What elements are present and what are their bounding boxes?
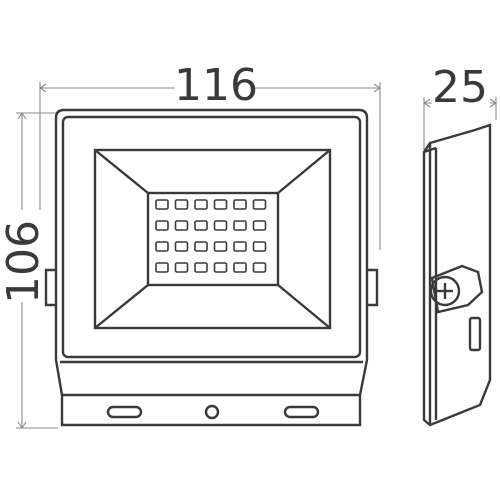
led-chip (233, 241, 247, 252)
led-chip (233, 199, 247, 210)
led-chip (194, 262, 208, 273)
side-view (422, 123, 492, 427)
led-chip (155, 199, 169, 210)
width-label: 116 (174, 60, 258, 111)
side-bracket (430, 264, 484, 314)
housing-outer (54, 108, 369, 427)
led-chip (252, 262, 267, 273)
mounting-slot-right (283, 405, 320, 419)
led-chip (233, 262, 247, 273)
reflector-outer (93, 148, 332, 330)
depth-dimension: 25 (423, 62, 497, 150)
led-chip (174, 220, 189, 231)
depth-label: 25 (432, 62, 488, 113)
led-chip (213, 241, 228, 252)
led-chip (213, 220, 228, 231)
led-chip (252, 199, 267, 210)
led-chip (174, 241, 189, 252)
bracket-left (44, 268, 56, 307)
height-label: 106 (0, 220, 49, 304)
mounting-slot-left (106, 405, 143, 419)
bracket-right (367, 268, 379, 307)
front-view (44, 108, 379, 427)
led-chip (252, 220, 267, 231)
led-chip (252, 241, 267, 252)
glass-frame (61, 115, 362, 359)
rear-mount-tab (468, 316, 482, 352)
led-chip (155, 262, 169, 273)
width-dimension: 116 (39, 60, 381, 250)
led-chip (213, 199, 228, 210)
led-chip (194, 241, 208, 252)
side-housing (422, 123, 492, 427)
led-chip (194, 199, 208, 210)
cable-gland-hole (204, 404, 220, 420)
bracket-screw-icon (429, 275, 461, 307)
reflector-inner (146, 191, 280, 287)
led-chip (155, 241, 169, 252)
height-dimension: 106 (0, 112, 58, 429)
led-chip (233, 220, 247, 231)
led-chip (174, 262, 189, 273)
led-chip (213, 262, 228, 273)
led-chip (194, 220, 208, 231)
led-chip (155, 220, 169, 231)
led-grid (155, 199, 267, 273)
led-chip (174, 199, 189, 210)
